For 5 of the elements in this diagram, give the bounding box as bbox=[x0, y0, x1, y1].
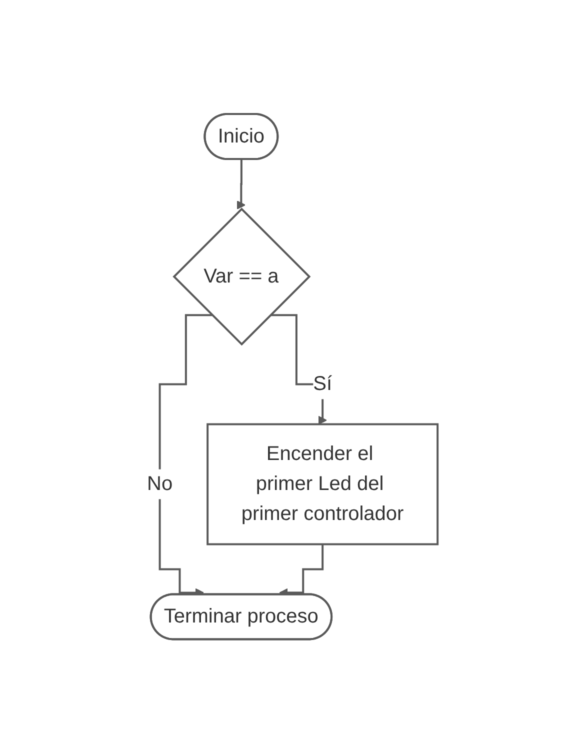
node-box: Encender el primer Led del primer controlador bbox=[206, 424, 438, 546]
arrow bbox=[236, 158, 246, 210]
edge-label: No bbox=[146, 474, 172, 496]
edge-label: Sí bbox=[312, 374, 332, 396]
node-diamond: Var == a bbox=[172, 208, 310, 346]
